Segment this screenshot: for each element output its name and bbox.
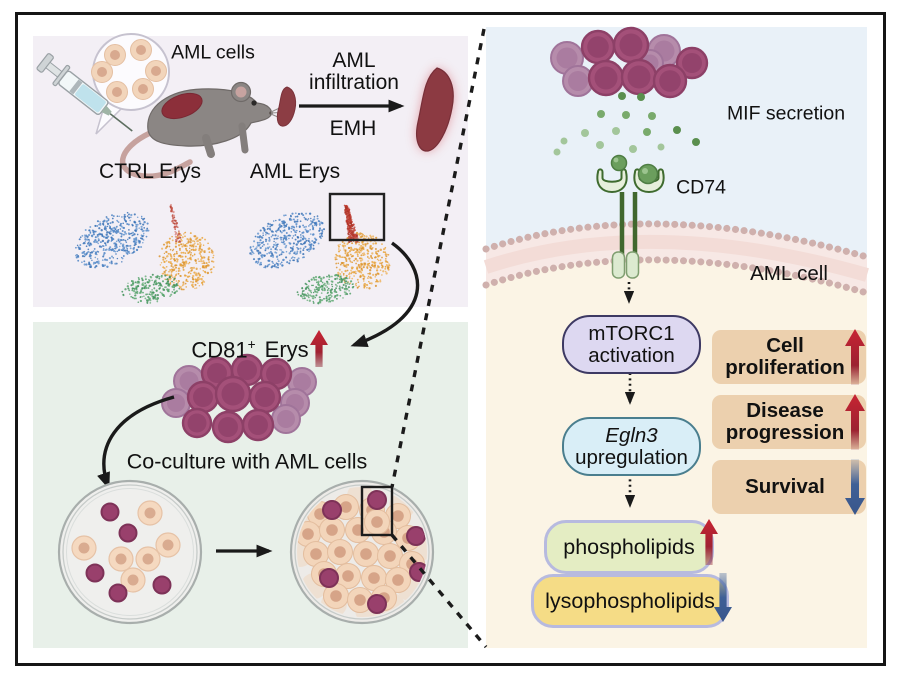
cluster-to-dish-arrow [97,395,175,490]
mtorc1-activation-node: mTORC1 activation [562,315,701,374]
cell-proliferation-box: Cell proliferation [712,330,866,384]
disease-progression-box: Disease progression [712,395,866,449]
survival-down-arrow-icon [845,459,865,515]
umap-highlight-box [328,192,386,242]
phospholipids-up-arrow-icon [700,519,718,565]
cell-proliferation-up-arrow-icon [845,329,865,385]
egln3-upregulation-node: Egln3 upregulation [562,417,701,476]
magnification-dashed-lines [390,28,488,649]
lysophospholipids-down-arrow-icon [714,573,732,622]
cd81-erys-label: CD81+ Erys [191,337,309,363]
small-spleen-icon [276,86,297,127]
aml-infiltration-label: AML infiltration [309,48,399,94]
cd74-receptor-icon [596,154,665,279]
survival-box: Survival [712,460,866,514]
aml-erys-label: AML Erys [249,159,341,183]
phospholipids-node: phospholipids [544,520,714,574]
petri-dish-confluent-icon [289,479,435,625]
dish-highlight-box [360,485,394,537]
co-culture-label: Co-culture with AML cells [126,449,368,474]
cd74-label: CD74 [676,176,726,199]
petri-dish-sparse-icon [57,479,203,625]
aml-cell-cluster-icon [550,26,709,99]
spleen-on-mouse-icon [161,92,203,120]
emh-label: EMH [329,116,377,140]
umap-to-cd81-arrow [350,241,420,347]
syringe-icon [36,53,133,132]
ctrl-umap-scatter [74,203,215,304]
aml-cells-magnifier-icon [91,33,170,135]
ctrl-erys-label: CTRL Erys [99,159,201,183]
mouse-icon [120,81,291,179]
enlarged-spleen-icon [416,67,454,152]
mif-secretion-label: MIF secretion [726,102,846,125]
cd81-erys-cluster-icon [161,353,317,444]
aml-umap-scatter [249,204,391,305]
mif-dots-icon [553,92,700,156]
cell-membrane-icon [482,220,871,297]
cd81-up-arrow-icon [310,330,328,367]
aml-cell-label: AML cell [750,262,828,286]
mif-ligand-bound-icon [637,163,659,185]
lysophospholipids-node: lysophospholipids [531,574,729,628]
aml-cells-label: AML cells [171,41,255,64]
disease-progression-up-arrow-icon [845,394,865,450]
mif-ligand-icon [610,154,628,172]
